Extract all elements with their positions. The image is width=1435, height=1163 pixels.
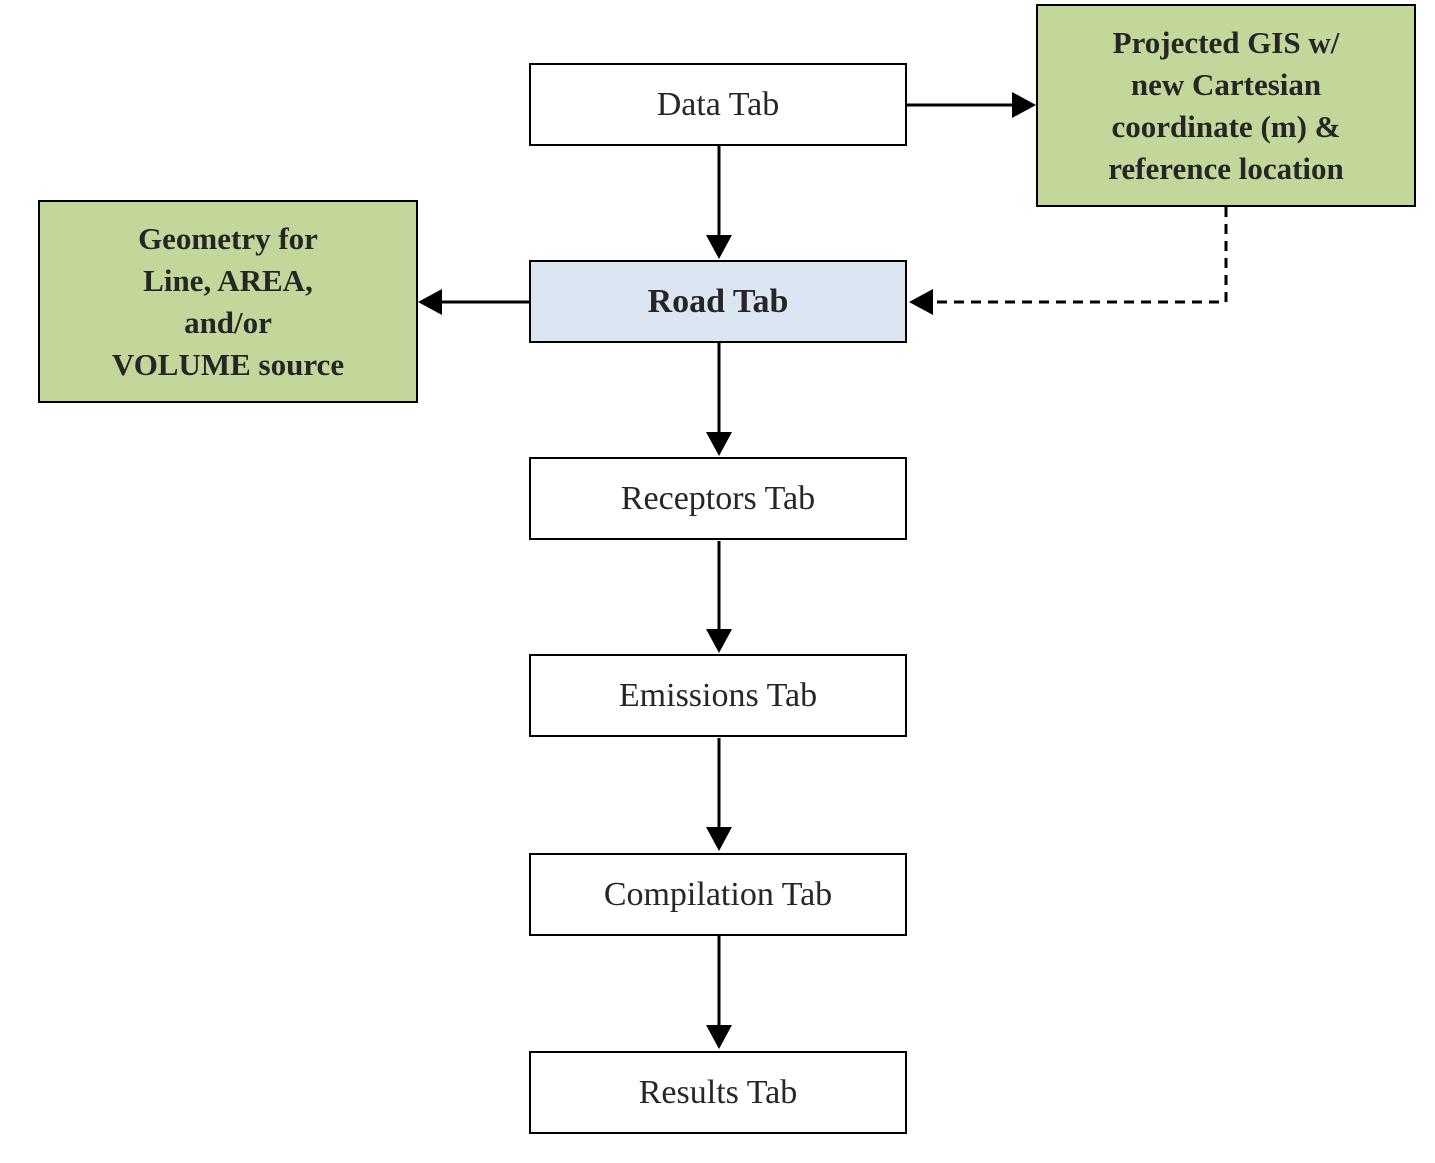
arrowhead-gis (1012, 92, 1036, 118)
road-tab-box: Road Tab (529, 260, 907, 343)
geometry-box: Geometry for Line, AREA, and/or VOLUME s… (38, 200, 418, 403)
arrowhead-emissions (706, 629, 732, 653)
arrowhead-results (706, 1025, 732, 1049)
compilation-tab-box: Compilation Tab (529, 853, 907, 936)
data-tab-label: Data Tab (656, 85, 780, 123)
emissions-tab-box: Emissions Tab (529, 654, 907, 737)
geometry-label: Geometry for Line, AREA, and/or VOLUME s… (111, 220, 345, 382)
arrowhead-road-top (706, 235, 732, 259)
arrowhead-geometry (418, 289, 442, 315)
emissions-tab-label: Emissions Tab (618, 676, 818, 714)
arrowhead-road-right (909, 289, 933, 315)
road-tab-label: Road Tab (647, 282, 789, 320)
results-tab-box: Results Tab (529, 1051, 907, 1134)
receptors-tab-label: Receptors Tab (620, 479, 816, 517)
results-tab-label: Results Tab (638, 1073, 798, 1111)
receptors-tab-box: Receptors Tab (529, 457, 907, 540)
arrow-gis-to-road-dashed (933, 207, 1228, 304)
arrowhead-compilation (706, 827, 732, 851)
arrowhead-receptors (706, 432, 732, 456)
data-tab-box: Data Tab (529, 63, 907, 146)
projected-gis-box: Projected GIS w/ new Cartesian coordinat… (1036, 4, 1416, 207)
compilation-tab-label: Compilation Tab (603, 875, 833, 913)
projected-gis-label: Projected GIS w/ new Cartesian coordinat… (1108, 24, 1344, 186)
